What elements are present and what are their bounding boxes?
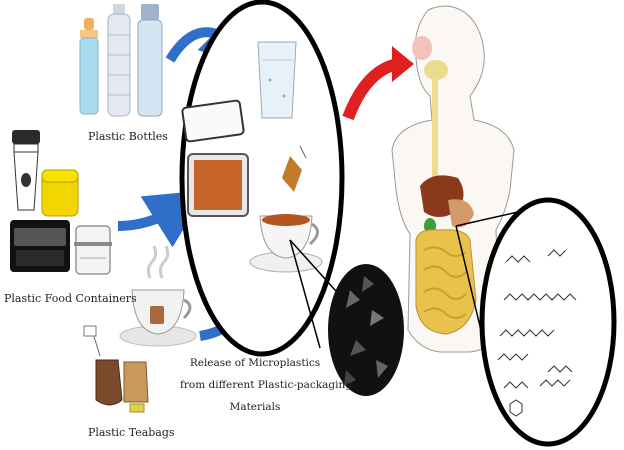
plastic-food-containers-label: Plastic Food Containers (4, 292, 137, 305)
release-caption-line2: from different Plastic-packaging (180, 379, 352, 391)
plastic-food-containers-group (10, 130, 112, 275)
polymer-structure-icon (479, 197, 617, 447)
release-caption-line1: Release of Microplastics (189, 357, 321, 369)
central-circle (179, 0, 345, 357)
plastic-teabags-group (83, 245, 197, 413)
teabag-icon-2 (123, 361, 149, 413)
human-body-icon (391, 5, 515, 353)
baby-bottle-icon (79, 18, 99, 115)
esophagus (432, 80, 438, 190)
plastic-bottles-group (79, 4, 163, 117)
water-bottle-icon (107, 4, 131, 117)
nasal-cavity (412, 36, 432, 60)
microplastic-particles-icon (328, 264, 404, 396)
clear-container-icon (181, 99, 245, 143)
coffee-cup-icon (12, 130, 40, 211)
water-glass-icon (257, 41, 297, 119)
pointer-line-teacup (289, 239, 345, 301)
food-container-icon (74, 225, 112, 275)
plastic-teabags-label: Plastic Teabags (88, 426, 175, 439)
arrow-containers-to-circle (117, 190, 208, 248)
release-caption: Release of Microplastics from different … (180, 352, 352, 418)
mouth (424, 60, 448, 80)
intestines (415, 229, 477, 335)
teacup-icon (249, 145, 323, 273)
pointer-line-gut (455, 211, 519, 227)
red-arrow (342, 46, 414, 121)
pointer-line-teacup-2 (289, 239, 321, 349)
plastic-bottles-label: Plastic Bottles (88, 130, 168, 143)
teabag-icon (83, 325, 123, 406)
yellow-container-icon (41, 169, 79, 217)
glass-bottle-icon (137, 4, 163, 117)
steaming-teacup-icon (119, 245, 197, 347)
lunchbox-icon (10, 220, 70, 272)
release-caption-line3: Materials (229, 401, 281, 413)
food-tray-icon (187, 153, 249, 217)
stomach (448, 199, 474, 228)
